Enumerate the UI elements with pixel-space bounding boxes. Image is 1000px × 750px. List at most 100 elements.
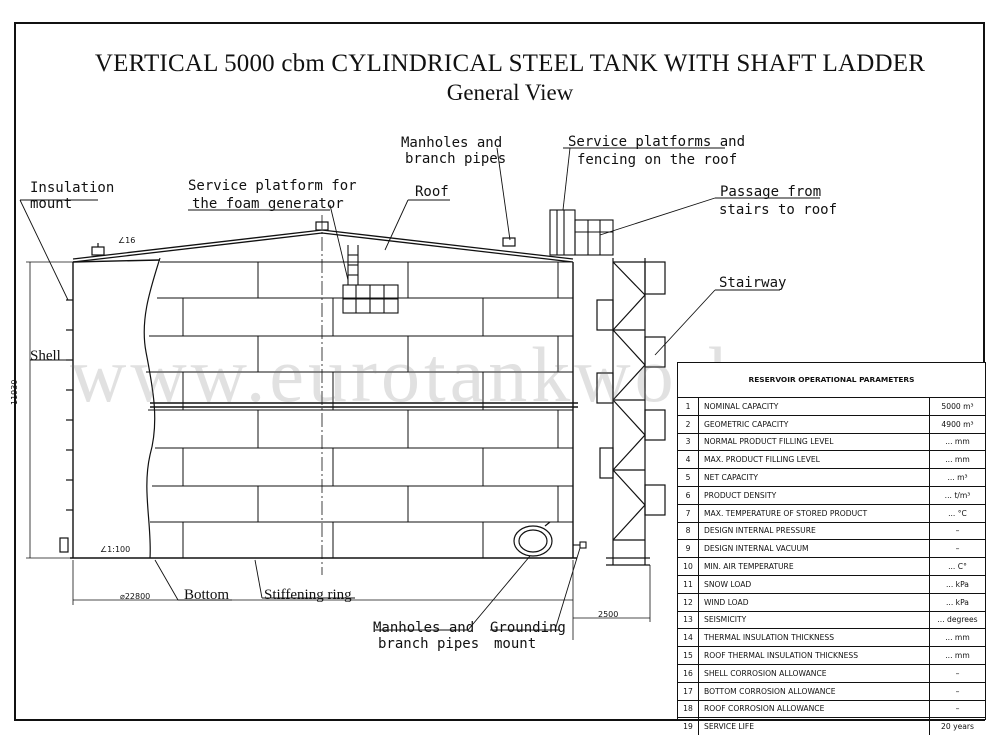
parameter-value: – <box>955 668 960 678</box>
dim-bottom-slope: ∠1:100 <box>100 545 131 554</box>
parameter-name: MIN. AIR TEMPERATURE <box>699 558 930 575</box>
parameter-value: ... kPa <box>946 597 969 607</box>
label-shell: Shell <box>30 348 61 364</box>
label-roof: Roof <box>415 184 449 200</box>
label-manholes-bottom-2: branch pipes <box>378 636 480 652</box>
label-manholes-top-1: Manholes and <box>401 135 503 151</box>
drawing-title: VERTICAL 5000 cbm CYLINDRICAL STEEL TANK… <box>94 50 926 77</box>
label-passage-1: Passage from <box>720 184 822 200</box>
label-insulation-mount-2: mount <box>30 196 73 212</box>
row-number: 7 <box>678 504 699 522</box>
row-number: 9 <box>678 540 699 558</box>
leader-lines <box>19 147 820 631</box>
row-number: 6 <box>678 486 699 504</box>
parameter-value: 20 years <box>941 722 974 732</box>
parameter-name: SNOW LOAD <box>699 575 930 593</box>
parameter-name: ROOF CORROSION ALLOWANCE <box>699 700 930 718</box>
grounding-mount <box>573 541 587 549</box>
parameter-value: ... m³ <box>947 473 968 483</box>
parameter-value: ... kPa <box>946 579 969 589</box>
row-number: 14 <box>678 629 699 647</box>
label-grounding-2: mount <box>494 636 537 652</box>
parameter-name: SHELL CORROSION ALLOWANCE <box>699 664 930 682</box>
parameter-value: ... mm <box>945 633 970 643</box>
row-number: 13 <box>678 611 699 629</box>
parameter-name: MAX. PRODUCT FILLING LEVEL <box>699 451 930 469</box>
row-number: 5 <box>678 469 699 486</box>
stairway-tower <box>596 258 666 566</box>
insulation-mounts <box>59 299 73 553</box>
parameter-value: ... mm <box>945 455 970 465</box>
dim-height: 11930 <box>10 379 19 405</box>
parameter-name: GEOMETRIC CAPACITY <box>699 415 930 433</box>
parameter-name: ROOF THERMAL INSULATION THICKNESS <box>699 647 930 664</box>
row-number: 2 <box>678 415 699 433</box>
shell-plates <box>146 261 573 558</box>
dimension-lines <box>26 261 651 640</box>
parameter-value: 5000 m³ <box>941 401 974 411</box>
parameter-name: MAX. TEMPERATURE OF STORED PRODUCT <box>699 504 930 522</box>
parameter-name: NOMINAL CAPACITY <box>699 398 930 415</box>
label-insulation-mount-1: Insulation <box>30 180 115 196</box>
parameter-value: ... mm <box>945 437 970 447</box>
parameter-value: ... mm <box>945 651 970 661</box>
parameter-value: – <box>955 544 960 554</box>
label-bottom: Bottom <box>184 587 230 603</box>
label-manholes-top-2: branch pipes <box>405 151 507 167</box>
label-passage-2: stairs to roof <box>719 202 838 218</box>
parameter-name: NET CAPACITY <box>699 469 930 486</box>
parameter-name: DESIGN INTERNAL PRESSURE <box>699 522 930 540</box>
label-grounding-1: Grounding <box>490 620 566 636</box>
parameter-name: THERMAL INSULATION THICKNESS <box>699 629 930 647</box>
parameter-value: ... °C <box>948 508 967 518</box>
parameter-name: DESIGN INTERNAL VACUUM <box>699 540 930 558</box>
parameter-name: SERVICE LIFE <box>699 718 930 736</box>
parameter-value: ... t/m³ <box>944 490 971 500</box>
label-stairway: Stairway <box>719 275 787 291</box>
row-number: 3 <box>678 433 699 451</box>
dim-diameter: ⌀22800 <box>120 592 151 601</box>
row-number: 1 <box>678 398 699 415</box>
dim-roof-slope: ∠16 <box>118 236 136 245</box>
row-number: 15 <box>678 647 699 664</box>
tank-roof <box>72 229 574 263</box>
row-number: 16 <box>678 664 699 682</box>
row-number: 17 <box>678 682 699 700</box>
label-manholes-bottom-1: Manholes and <box>373 620 475 636</box>
parameter-name: NORMAL PRODUCT FILLING LEVEL <box>699 433 930 451</box>
label-stiffening-ring: Stiffening ring <box>264 587 352 603</box>
foam-generator-platform <box>342 245 399 314</box>
parameter-value: – <box>955 686 960 696</box>
label-foam-platform-2: the foam generator <box>192 196 344 212</box>
row-number: 8 <box>678 522 699 540</box>
row-number: 19 <box>678 718 699 736</box>
tank-shell <box>70 259 577 559</box>
drawing-subtitle: General View <box>446 80 574 105</box>
label-foam-platform-1: Service platform for <box>188 178 357 194</box>
table-row: 9 DESIGN INTERNAL VACUUM – <box>678 540 985 559</box>
roof-service-platform <box>549 209 614 256</box>
parameter-name: BOTTOM CORROSION ALLOWANCE <box>699 682 930 700</box>
row-number: 11 <box>678 575 699 593</box>
label-service-platforms-1: Service platforms and <box>568 134 746 150</box>
table-row: 17 BOTTOM CORROSION ALLOWANCE – <box>678 682 985 701</box>
parameter-name: SEISMICITY <box>699 611 930 629</box>
row-number: 12 <box>678 593 699 611</box>
insulation-cut-edge <box>143 257 161 559</box>
